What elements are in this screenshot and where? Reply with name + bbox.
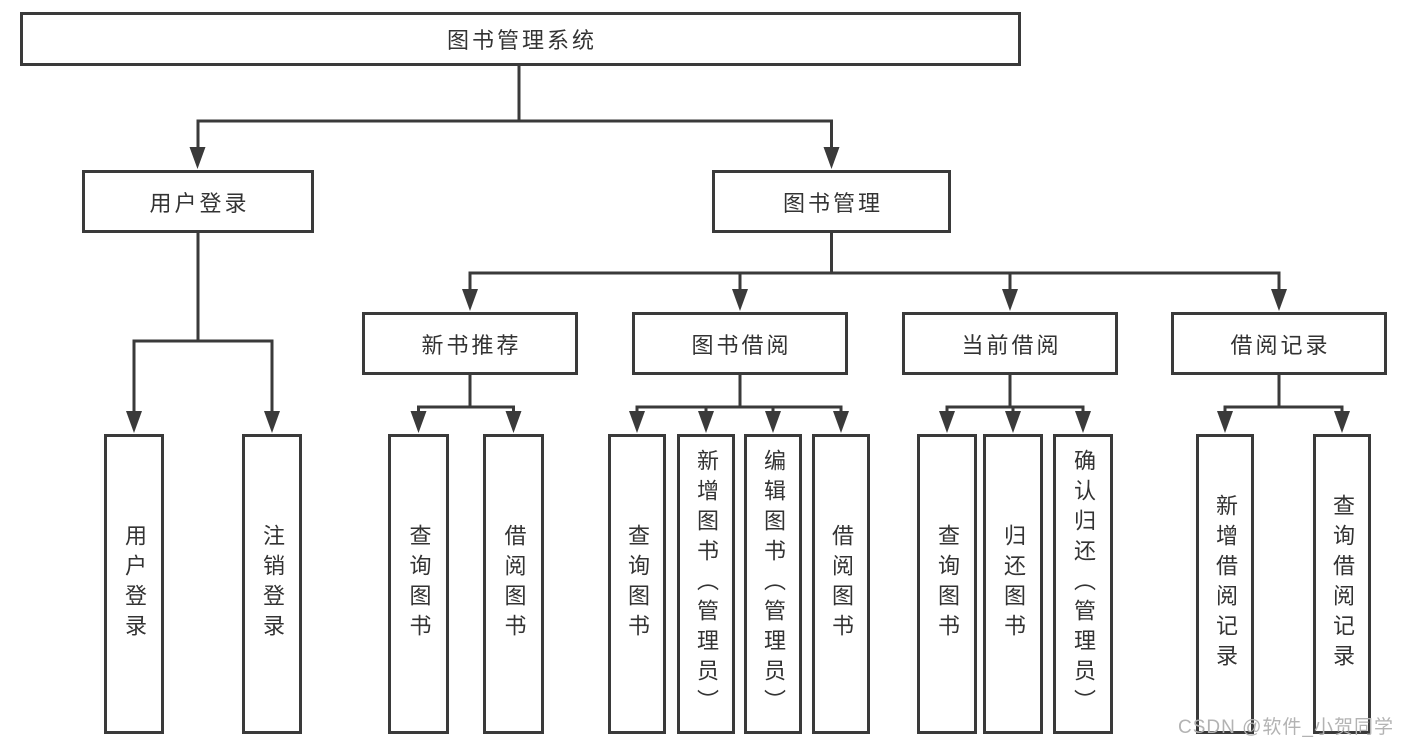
node-library-system: 图书管理系统 xyxy=(20,12,1021,66)
leaf-borrow-books-recommend: 借阅图书 xyxy=(483,434,544,734)
leaf-query-books-current: 查询图书 xyxy=(917,434,977,734)
leaf-add-borrow-record: 新增借阅记录 xyxy=(1196,434,1254,734)
leaf-return-books: 归还图书 xyxy=(983,434,1043,734)
leaf-logout: 注销登录 xyxy=(242,434,302,734)
node-user-login: 用户登录 xyxy=(82,170,314,233)
leaf-add-books-admin: 新增图书（管理员） xyxy=(677,434,735,734)
leaf-user-login: 用户登录 xyxy=(104,434,164,734)
node-borrowing-records: 借阅记录 xyxy=(1171,312,1387,375)
leaf-confirm-return-admin: 确认归还（管理员） xyxy=(1053,434,1113,734)
node-current-borrowing: 当前借阅 xyxy=(902,312,1118,375)
node-book-borrowing: 图书借阅 xyxy=(632,312,848,375)
node-new-book-recommendation: 新书推荐 xyxy=(362,312,578,375)
arrowheads xyxy=(126,147,1350,433)
leaf-query-books-borrowing: 查询图书 xyxy=(608,434,666,734)
leaf-edit-books-admin: 编辑图书（管理员） xyxy=(744,434,802,734)
leaf-query-books-recommend: 查询图书 xyxy=(388,434,449,734)
leaf-borrow-books-borrowing: 借阅图书 xyxy=(812,434,870,734)
watermark: CSDN @软件_小贺同学 xyxy=(1178,717,1394,738)
leaf-query-borrow-record: 查询借阅记录 xyxy=(1313,434,1371,734)
node-book-management: 图书管理 xyxy=(712,170,951,233)
